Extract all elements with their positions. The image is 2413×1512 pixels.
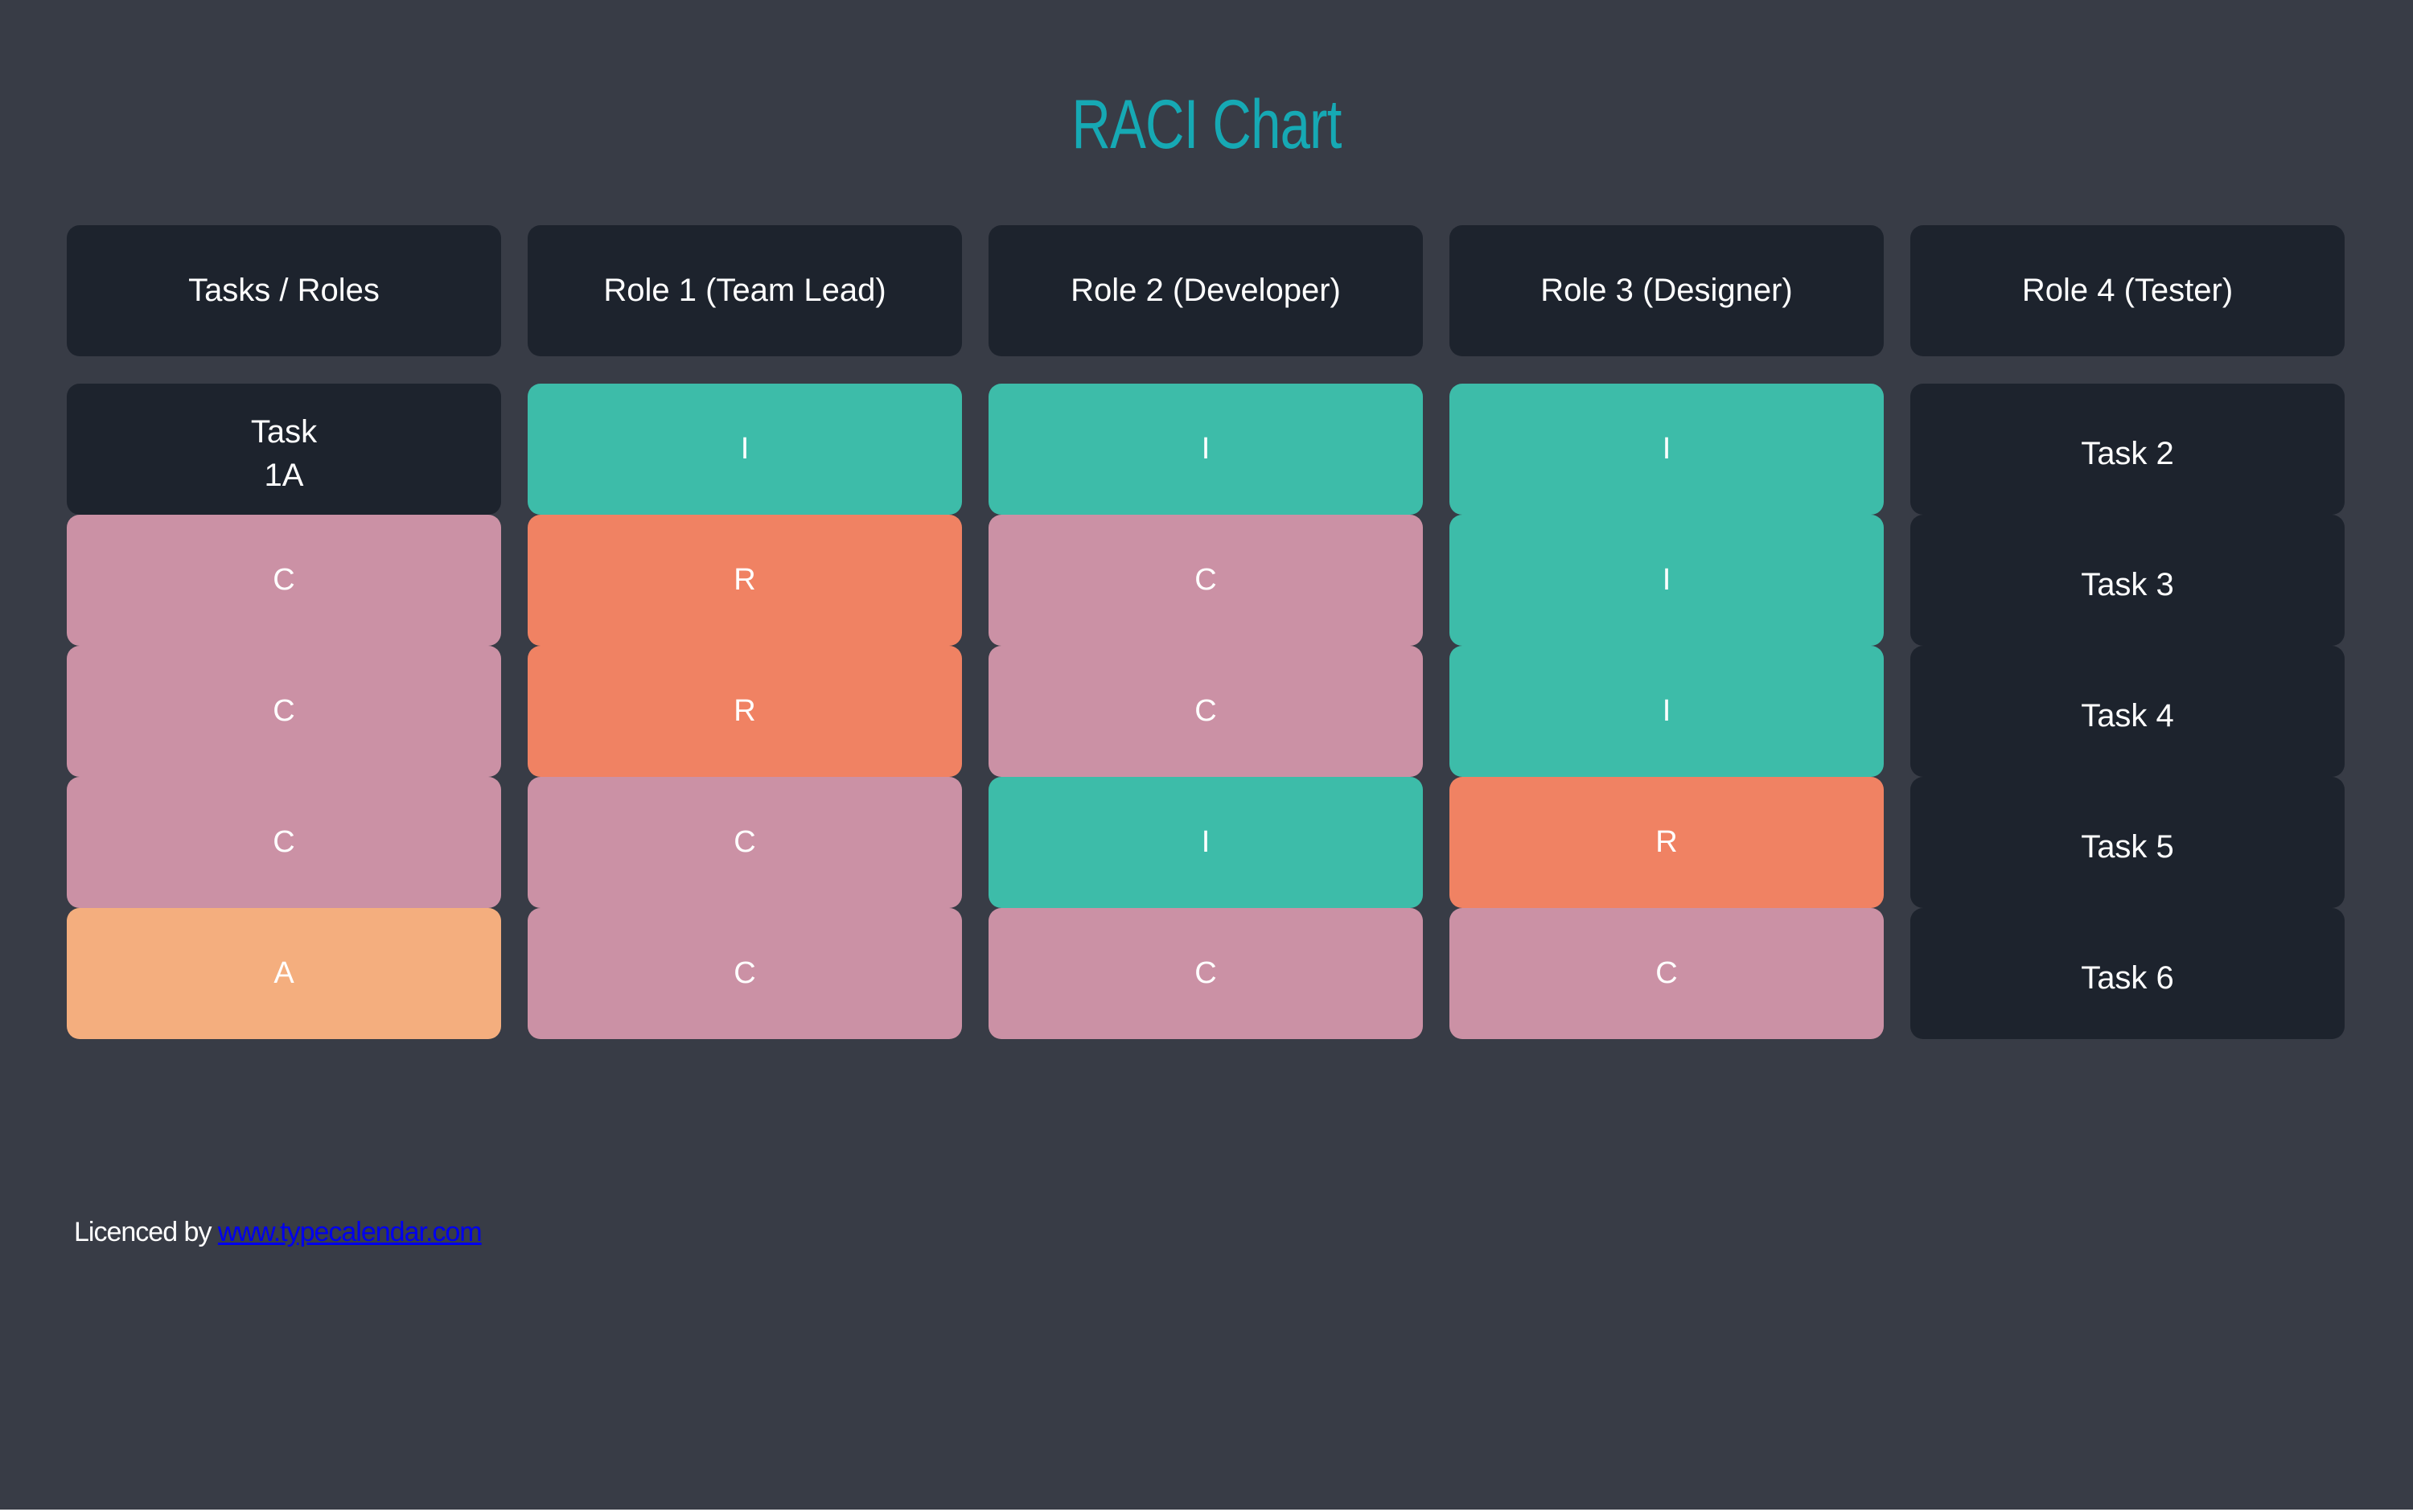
raci-code-cell: I <box>1449 515 1884 646</box>
raci-code-cell: C <box>989 515 1423 646</box>
raci-code-cell: C <box>989 908 1423 1039</box>
raci-code-cell: C <box>67 515 501 646</box>
raci-code-cell: C <box>528 908 962 1039</box>
task-label-cell: Task 1A <box>67 384 501 515</box>
raci-code-cell: C <box>67 646 501 777</box>
raci-code-cell: R <box>528 646 962 777</box>
column-header-role-2: Role 2 (Developer) <box>989 225 1423 356</box>
raci-code-cell: I <box>1449 646 1884 777</box>
task-label-cell: Task 3 <box>1910 515 2345 646</box>
raci-code-cell: C <box>989 646 1423 777</box>
raci-code-cell: I <box>989 777 1423 908</box>
task-label-cell: Task 6 <box>1910 908 2345 1039</box>
task-label-cell: Task 5 <box>1910 777 2345 908</box>
raci-code-cell: I <box>1449 384 1884 515</box>
raci-code-cell: R <box>528 515 962 646</box>
raci-code-cell: I <box>989 384 1423 515</box>
raci-code-cell: C <box>528 777 962 908</box>
page-title: RACI Chart <box>1071 86 1342 163</box>
task-label-cell: Task 2 <box>1910 384 2345 515</box>
raci-code-cell: R <box>1449 777 1884 908</box>
raci-code-cell: C <box>1449 908 1884 1039</box>
bottom-edge-strip <box>0 1510 2413 1512</box>
raci-code-cell: I <box>528 384 962 515</box>
column-header-tasks-roles: Tasks / Roles <box>67 225 501 356</box>
license-footer: Licenced by www.typecalendar.com <box>74 1214 483 1250</box>
column-header-role-3: Role 3 (Designer) <box>1449 225 1884 356</box>
raci-code-cell: C <box>67 777 501 908</box>
column-header-role-4: Role 4 (Tester) <box>1910 225 2345 356</box>
raci-code-cell: A <box>67 908 501 1039</box>
raci-table: Tasks / Roles Role 1 (Team Lead) Role 2 … <box>67 225 2346 1039</box>
column-header-role-1: Role 1 (Team Lead) <box>528 225 962 356</box>
task-label-cell: Task 4 <box>1910 646 2345 777</box>
license-link[interactable]: www.typecalendar.com <box>217 1217 483 1247</box>
license-prefix: Licenced by <box>74 1217 218 1247</box>
